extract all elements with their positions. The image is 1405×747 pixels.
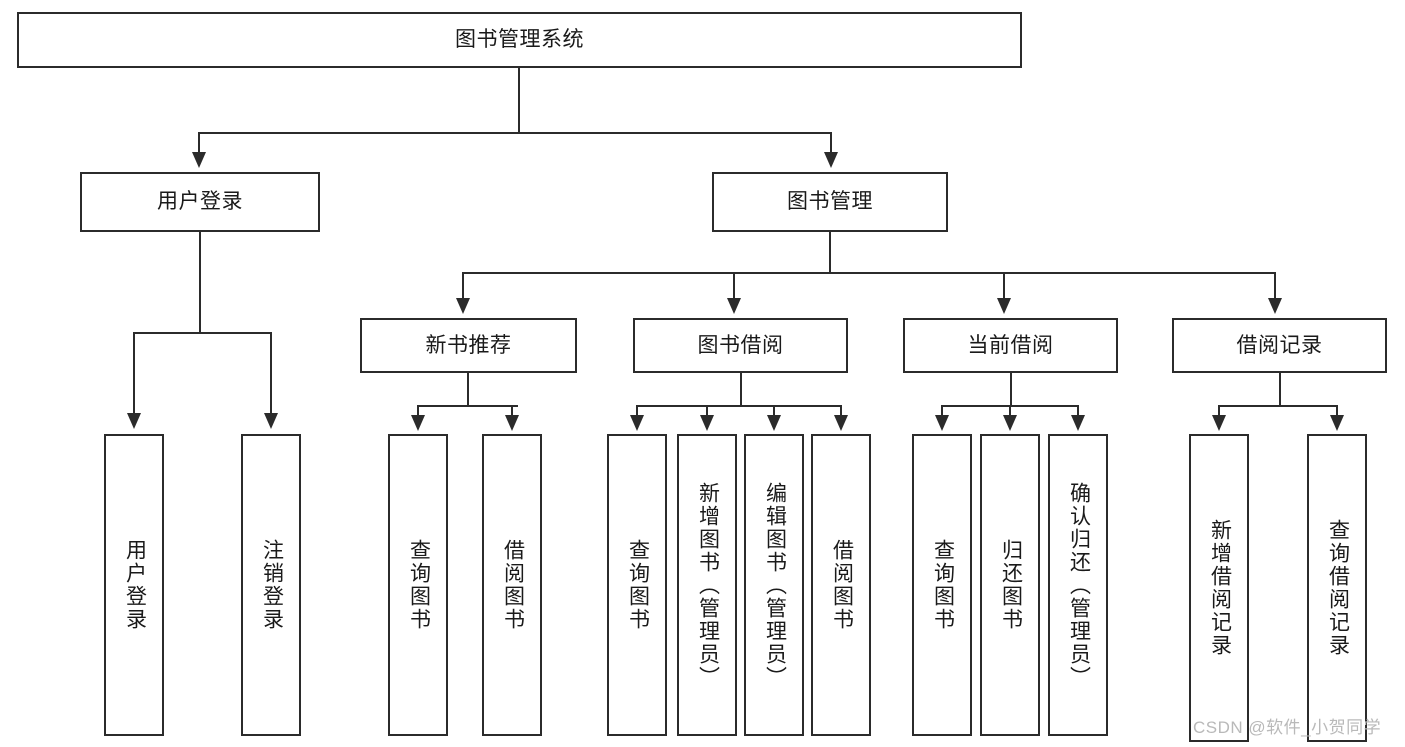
node-leaf-user-login[interactable]: 用户登录 [104,434,164,736]
edge-borrow-record-bar [1218,405,1338,407]
node-current-borrow[interactable]: 当前借阅 [903,318,1118,373]
arrow-to-new-book-recommend [456,298,470,314]
arrow-leaf-confirm-return [1071,415,1085,431]
edge-user-login-bar [133,332,272,334]
node-root-label: 图书管理系统 [455,28,584,52]
arrow-to-user-login [192,152,206,168]
node-leaf-confirm-return[interactable]: 确认归还（管理员） [1048,434,1108,736]
arrow-to-borrow-record [1268,298,1282,314]
arrow-leaf-edit-book [767,415,781,431]
arrow-leaf-query-book-3 [935,415,949,431]
leaf-borrow-book-2-label: 借阅图书 [830,539,854,631]
leaf-logout-label: 注销登录 [260,539,284,631]
node-current-borrow-label: 当前借阅 [967,333,1054,357]
arrow-leaf-borrow-book-1 [505,415,519,431]
edge-user-login-stem [199,232,201,333]
arrow-to-book-manage [824,152,838,168]
arrow-leaf-add-book [700,415,714,431]
edge-to-borrow-record [1274,272,1276,302]
node-leaf-edit-book[interactable]: 编辑图书（管理员） [744,434,804,736]
node-borrow-record[interactable]: 借阅记录 [1172,318,1387,373]
edge-nbr-left-drop [417,405,419,419]
edge-level2-bar [198,132,832,134]
arrow-to-book-borrow [727,298,741,314]
edge-current-borrow-stem [1010,373,1012,406]
leaf-add-record-label: 新增借阅记录 [1208,519,1232,657]
edge-to-book-borrow [733,272,735,302]
edge-cb-drop-2 [1009,405,1011,419]
edge-br-right-drop [1336,405,1338,419]
edge-cb-drop-3 [1077,405,1079,419]
edge-user-login-right-drop [270,332,272,417]
arrow-leaf-query-book-2 [630,415,644,431]
edge-cb-drop-1 [941,405,943,419]
edge-bb-drop-3 [773,405,775,419]
leaf-return-book-label: 归还图书 [999,539,1023,631]
edge-book-manage-stem [829,232,831,273]
node-root[interactable]: 图书管理系统 [17,12,1022,68]
edge-to-new-book-recommend [462,272,464,302]
edge-borrow-record-stem [1279,373,1281,406]
edge-level3-bar [462,272,1276,274]
edge-root-stem [518,68,520,133]
arrow-leaf-return-book [1003,415,1017,431]
edge-bb-drop-1 [636,405,638,419]
edge-br-left-drop [1218,405,1220,419]
leaf-confirm-return-label: 确认归还（管理员） [1067,481,1091,689]
node-book-manage-label: 图书管理 [787,190,873,214]
node-leaf-query-book-3[interactable]: 查询图书 [912,434,972,736]
node-leaf-borrow-book-1[interactable]: 借阅图书 [482,434,542,736]
node-new-book-recommend-label: 新书推荐 [425,333,512,357]
edge-to-user-login [198,132,200,157]
node-leaf-add-book[interactable]: 新增图书（管理员） [677,434,737,736]
node-book-borrow[interactable]: 图书借阅 [633,318,848,373]
edge-bb-drop-4 [840,405,842,419]
leaf-edit-book-label: 编辑图书（管理员） [763,481,787,689]
edge-book-borrow-bar [636,405,842,407]
edge-to-current-borrow [1003,272,1005,302]
node-user-login[interactable]: 用户登录 [80,172,320,232]
arrow-to-current-borrow [997,298,1011,314]
node-borrow-record-label: 借阅记录 [1236,333,1323,357]
leaf-query-book-2-label: 查询图书 [626,539,650,631]
leaf-query-record-label: 查询借阅记录 [1326,519,1350,657]
node-user-login-label: 用户登录 [157,190,243,214]
arrow-leaf-logout [264,413,278,429]
leaf-query-book-1-label: 查询图书 [407,539,431,631]
node-book-borrow-label: 图书借阅 [697,333,784,357]
edge-new-book-recommend-bar [417,405,518,407]
edge-nbr-right-drop [511,405,513,419]
edge-book-borrow-stem [740,373,742,406]
edge-user-login-left-drop [133,332,135,417]
node-leaf-query-book-1[interactable]: 查询图书 [388,434,448,736]
node-new-book-recommend[interactable]: 新书推荐 [360,318,577,373]
leaf-add-book-label: 新增图书（管理员） [696,481,720,689]
leaf-user-login-label: 用户登录 [123,539,147,631]
arrow-leaf-query-record [1330,415,1344,431]
arrow-leaf-add-record [1212,415,1226,431]
arrow-leaf-user-login [127,413,141,429]
watermark: CSDN @软件_小贺同学 [1193,718,1382,737]
arrow-leaf-query-book-1 [411,415,425,431]
edge-to-book-manage [830,132,832,157]
node-leaf-query-record[interactable]: 查询借阅记录 [1307,434,1367,742]
node-leaf-logout[interactable]: 注销登录 [241,434,301,736]
edge-new-book-recommend-stem [467,373,469,406]
arrow-leaf-borrow-book-2 [834,415,848,431]
node-book-manage[interactable]: 图书管理 [712,172,948,232]
node-leaf-borrow-book-2[interactable]: 借阅图书 [811,434,871,736]
leaf-query-book-3-label: 查询图书 [931,539,955,631]
leaf-borrow-book-1-label: 借阅图书 [501,539,525,631]
node-leaf-return-book[interactable]: 归还图书 [980,434,1040,736]
node-leaf-query-book-2[interactable]: 查询图书 [607,434,667,736]
edge-bb-drop-2 [706,405,708,419]
node-leaf-add-record[interactable]: 新增借阅记录 [1189,434,1249,742]
